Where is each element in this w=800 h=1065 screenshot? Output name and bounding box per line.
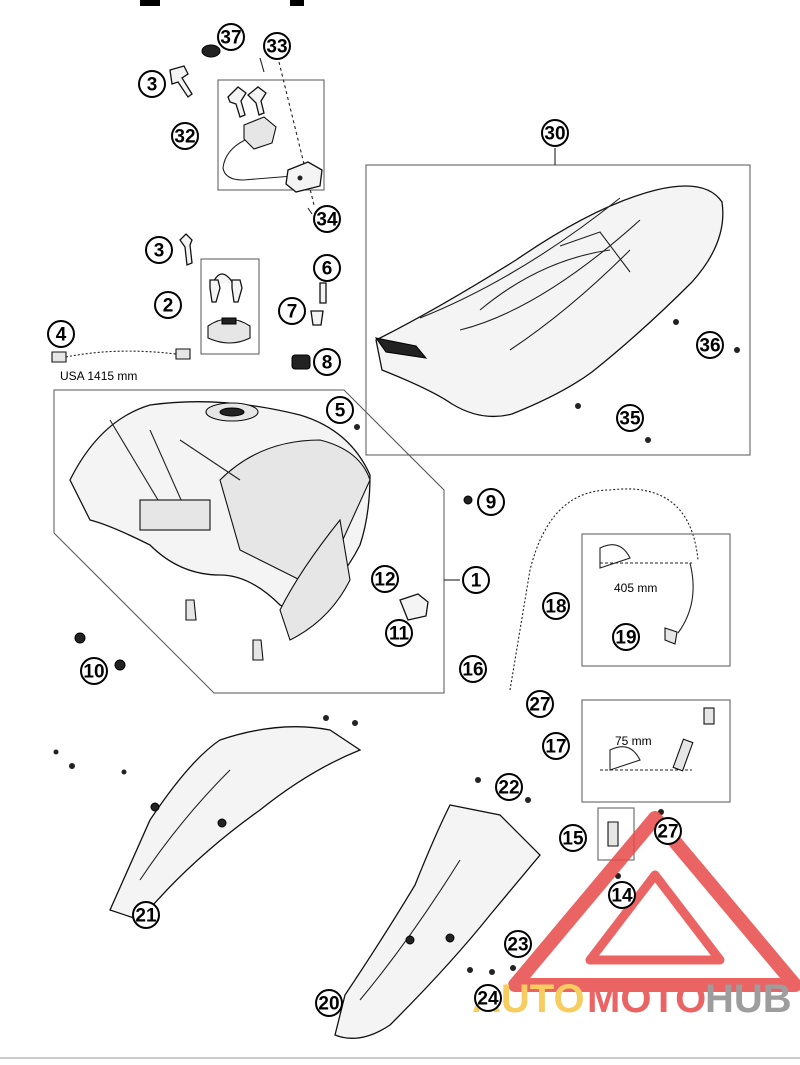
callout-37: 37: [217, 23, 245, 51]
callout-number: 10: [83, 662, 104, 683]
dim-75-label: 75 mm: [615, 734, 652, 748]
callout-number: 18: [545, 597, 566, 618]
callout-number: 4: [56, 325, 67, 346]
callout-number: 19: [615, 628, 636, 649]
callout-number: 11: [389, 624, 410, 645]
vent-hose-4: [51, 348, 191, 363]
callout-32: 32: [171, 122, 199, 150]
callout-14: 14: [608, 881, 636, 909]
callout-27: 27: [526, 690, 554, 718]
fuel-cap-assembly-group: [179, 233, 260, 355]
callout-17: 17: [542, 732, 570, 760]
side-panel-21-group: [53, 715, 362, 921]
callout-number: 37: [220, 28, 241, 49]
callout-35: 35: [616, 404, 644, 432]
callout-number: 33: [266, 37, 287, 58]
callout-number: 27: [657, 822, 678, 843]
callout-number: 27: [529, 695, 550, 716]
cropped-title-fragment: [290, 0, 304, 6]
callout-number: 6: [322, 259, 333, 280]
callout-number: 14: [611, 886, 633, 907]
watermark-text-hub: HUB: [705, 977, 792, 1021]
callout-7: 7: [278, 297, 306, 325]
callout-21: 21: [132, 901, 160, 929]
callout-33: 33: [263, 32, 291, 60]
callout-number: 20: [318, 994, 339, 1015]
callout-36: 36: [696, 331, 724, 359]
callout-22: 22: [495, 773, 523, 801]
callout-8: 8: [313, 348, 341, 376]
callout-number: 21: [135, 906, 157, 927]
callout-number: 8: [322, 353, 333, 374]
usa-hose-length-label: USA 1415 mm: [60, 369, 137, 383]
callout-15: 15: [559, 824, 587, 852]
fuel-tank-group: [53, 389, 460, 694]
callout-18: 18: [542, 592, 570, 620]
callout-20: 20: [315, 989, 343, 1017]
watermark-text-moto: MOTO: [587, 977, 706, 1021]
callout-23: 23: [504, 930, 532, 958]
callout-number: 9: [486, 493, 497, 514]
callout-3: 3: [145, 236, 173, 264]
callout-number: 1: [471, 571, 482, 592]
seat-group: [365, 148, 751, 456]
callout-number: 34: [316, 210, 338, 231]
callout-19: 19: [612, 623, 640, 651]
callout-12: 12: [371, 565, 399, 593]
callout-number: 24: [477, 989, 499, 1010]
dim-405-label: 405 mm: [614, 581, 657, 595]
callout-3: 3: [138, 70, 166, 98]
callout-30: 30: [541, 119, 569, 147]
callout-5: 5: [326, 396, 354, 424]
fuel-hose-group: [509, 488, 731, 803]
callout-number: 3: [147, 75, 158, 96]
callout-number: 36: [699, 336, 720, 357]
part-9: [463, 495, 473, 505]
callout-1: 1: [462, 566, 490, 594]
callout-9: 9: [477, 488, 505, 516]
callout-34: 34: [313, 205, 341, 233]
callout-number: 7: [287, 302, 298, 323]
callout-27: 27: [654, 817, 682, 845]
callout-number: 22: [498, 778, 519, 799]
callout-16: 16: [459, 655, 487, 683]
callout-number: 5: [335, 401, 346, 422]
callout-number: 35: [619, 409, 641, 430]
side-panel-20-group: [334, 777, 541, 1039]
callout-number: 30: [544, 124, 565, 145]
callout-number: 16: [462, 660, 483, 681]
callout-10: 10: [80, 657, 108, 685]
callout-11: 11: [385, 619, 413, 647]
callout-6: 6: [313, 254, 341, 282]
callout-number: 3: [154, 241, 165, 262]
lock-assembly-group: [169, 44, 325, 215]
callout-number: 32: [174, 127, 195, 148]
small-parts-6-7-8: [291, 282, 327, 370]
callout-number: 17: [545, 737, 566, 758]
callout-number: 2: [163, 296, 174, 317]
callout-number: 12: [374, 570, 395, 591]
callout-24: 24: [474, 984, 502, 1012]
callout-2: 2: [154, 291, 182, 319]
cropped-title-fragment: [140, 0, 160, 6]
callout-4: 4: [47, 320, 75, 348]
callout-number: 23: [507, 935, 528, 956]
watermark-logo: AUTO MOTO HUB: [472, 811, 800, 1021]
callout-number: 15: [562, 829, 584, 850]
